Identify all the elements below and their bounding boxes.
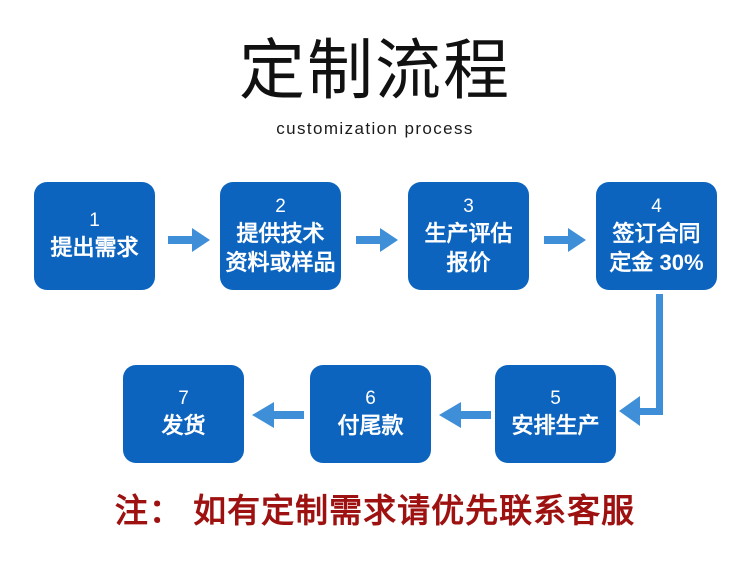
step-box-5[interactable]: 5 安排生产 [495, 365, 616, 463]
step-number: 2 [275, 195, 286, 217]
page-title: 定制流程 [239, 33, 511, 107]
step-box-7[interactable]: 7 发货 [123, 365, 244, 463]
step-box-1[interactable]: 1 提出需求 [34, 182, 155, 290]
step-number: 7 [178, 388, 189, 409]
step-number: 3 [463, 195, 474, 217]
arrow-4-to-5 [612, 294, 672, 432]
step-box-2[interactable]: 2 提供技术 资料或样品 [220, 182, 341, 290]
arrow-2-to-3 [356, 227, 398, 253]
step-number: 6 [365, 388, 376, 409]
step-label: 付尾款 [337, 411, 403, 440]
step-label-line: 付尾款 [337, 413, 404, 438]
step-label: 安排生产 [511, 411, 599, 440]
step-label-line: 提出需求 [50, 235, 139, 260]
step-label-line: 提供技术 [236, 220, 325, 246]
step-box-3[interactable]: 3 生产评估 报价 [408, 182, 529, 290]
page-subtitle: customization process [276, 119, 474, 138]
step-label-line: 资料或样品 [225, 249, 336, 275]
step-label-line: 发货 [161, 413, 206, 438]
arrow-3-to-4 [544, 227, 586, 253]
step-label: 生产评估 报价 [424, 219, 512, 277]
step-label-line: 定金 30% [609, 249, 704, 275]
step-label: 提供技术 资料或样品 [225, 219, 335, 277]
step-label-line: 签订合同 [612, 220, 701, 246]
arrow-6-to-7 [252, 401, 304, 429]
step-label-line: 安排生产 [511, 413, 600, 438]
footer-note: 注： 如有定制需求请优先联系客服 [114, 492, 636, 529]
step-box-4[interactable]: 4 签订合同 定金 30% [596, 182, 717, 290]
step-label: 发货 [161, 411, 205, 440]
step-label: 提出需求 [50, 233, 138, 262]
step-number: 5 [550, 388, 561, 409]
step-label-line: 报价 [446, 249, 491, 275]
step-label: 签订合同 定金 30% [609, 219, 703, 277]
step-label-line: 生产评估 [424, 220, 513, 246]
step-box-6[interactable]: 6 付尾款 [310, 365, 431, 463]
step-number: 4 [651, 195, 662, 217]
step-number: 1 [89, 210, 100, 231]
arrow-5-to-6 [439, 401, 491, 429]
arrow-1-to-2 [168, 227, 210, 253]
